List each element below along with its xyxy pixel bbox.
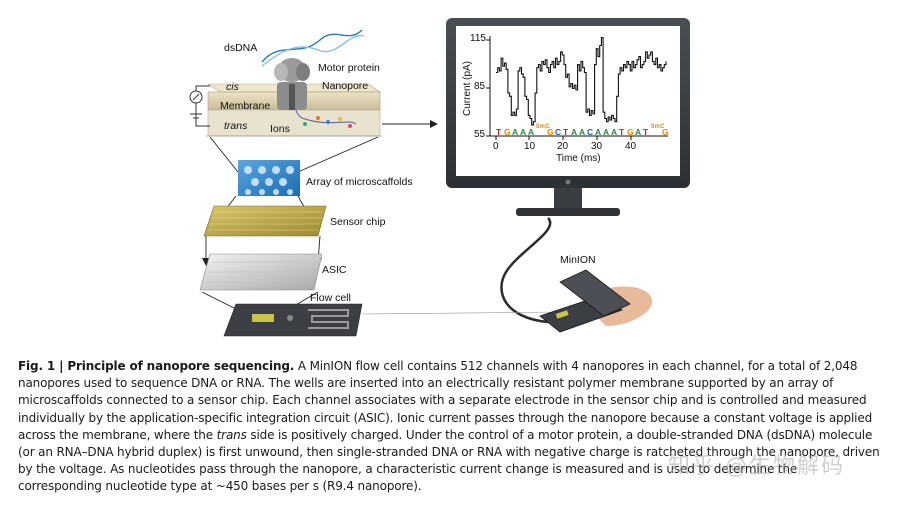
nucleotide-base: A [528, 127, 535, 137]
label-minion: MinION [560, 254, 596, 266]
label-motor-protein: Motor protein [318, 62, 380, 74]
microscaffold-array [238, 160, 300, 196]
y-tick-label: 55 [474, 129, 486, 140]
y-tick-label: 85 [474, 81, 486, 92]
nucleotide-base: A [603, 127, 610, 137]
x-axis-label: Time (ms) [556, 153, 601, 164]
chart-axes [486, 36, 668, 140]
nucleotide-base: A [571, 127, 578, 137]
voltmeter-circuit [189, 85, 210, 127]
nucleotide-base: A [579, 127, 586, 137]
figure-illustration [189, 18, 690, 337]
nucleotide-base: T [563, 127, 569, 137]
label-nanopore: Nanopore [322, 80, 369, 92]
y-tick-label: 115 [470, 33, 486, 44]
current-trace-line [496, 37, 667, 126]
figure-panel: dsDNA Motor protein Nanopore cis Membran… [189, 18, 690, 337]
nucleotide-base: A [595, 127, 602, 137]
nucleotide-base: T [643, 127, 649, 137]
figure-caption: Fig. 1 | Principle of nanopore sequencin… [18, 358, 880, 496]
label-microscaffolds: Array of microscaffolds [306, 176, 413, 188]
minion-device [539, 269, 653, 333]
label-flow-cell: Flow cell [310, 292, 351, 304]
x-tick-label: 0 [493, 141, 499, 152]
asic-chip [199, 253, 323, 291]
watermark: 知乎 @生物解码 [668, 454, 845, 479]
nucleotide-base: 5mC [536, 124, 550, 130]
nucleotide-base: G [547, 127, 554, 137]
caption-title: Fig. 1 | Principle of nanopore sequencin… [18, 359, 295, 373]
nucleotide-base: A [635, 127, 642, 137]
label-sensor-chip: Sensor chip [330, 216, 386, 228]
nucleotide-base: G [504, 127, 511, 137]
nucleotide-base: T [496, 127, 502, 137]
x-tick-label: 30 [591, 141, 603, 152]
nucleotide-base: A [520, 127, 527, 137]
label-asic: ASIC [322, 264, 347, 276]
nucleotide-base: 5mC [651, 124, 665, 130]
nucleotide-base: G [662, 127, 669, 137]
nucleotide-base: T [619, 127, 625, 137]
caption-trans: trans [216, 427, 247, 442]
label-dsdna: dsDNA [224, 42, 258, 54]
nucleotide-base: G [627, 127, 634, 137]
label-cis: cis [226, 81, 239, 93]
current-trace-layer [496, 37, 667, 126]
caption-text-1: A MinION flow cell contains 512 channels… [18, 359, 873, 442]
monitor [446, 18, 690, 216]
label-trans: trans [224, 120, 248, 132]
caption-text-2: side is positively charged. Under the co… [18, 427, 880, 494]
nucleotide-base: C [587, 127, 594, 137]
label-membrane: Membrane [220, 100, 271, 112]
ions [303, 116, 352, 128]
nanopore-protein [274, 58, 310, 110]
nucleotide-base: A [512, 127, 519, 137]
x-tick-label: 40 [625, 141, 637, 152]
label-ions: Ions [270, 123, 290, 135]
nucleotide-base: A [611, 127, 618, 137]
flow-cell [223, 303, 363, 337]
sensor-chip [203, 205, 327, 237]
nucleotide-base: C [555, 127, 562, 137]
x-tick-label: 10 [524, 141, 536, 152]
usb-cable [500, 217, 552, 324]
x-tick-label: 20 [557, 141, 569, 152]
y-axis-label: Current (pA) [462, 60, 473, 116]
